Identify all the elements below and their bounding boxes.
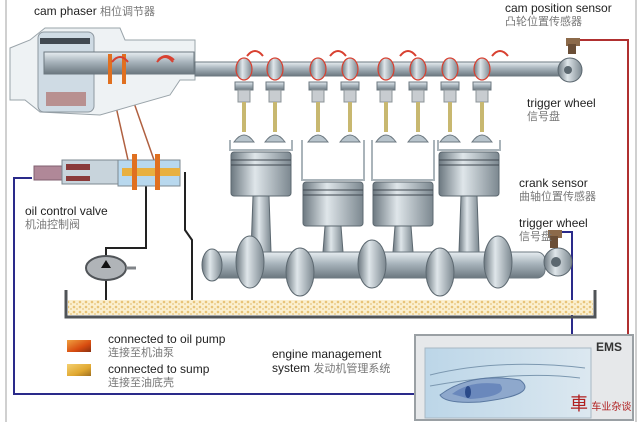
rotation-arrow-icon [329,50,347,57]
cam-phaser-label-cn: 相位调节器 [100,5,156,18]
valve [471,81,493,143]
cam-lobe [441,57,459,81]
legend-sump-en: connected to sump [108,362,210,376]
trigger-wheel-bottom-label-en: trigger wheel [519,216,588,230]
cam-lobe [377,57,395,81]
cam-position-sensor-label-cn: 凸轮位置传感器 [505,15,582,28]
frame-left-border [5,0,7,422]
rotation-arrow-icon [156,56,174,63]
connecting-rod [322,225,344,253]
crank-sensor-label: crank sensor 曲轴位置传感器 [519,176,596,204]
oil-control-valve [33,154,181,190]
legend-oil-pump-cn: 连接至机油泵 [108,346,174,359]
rotation-arrow-icon [491,50,509,57]
trigger-wheel-top-label: trigger wheel 信号盘 [527,96,596,124]
valve [375,81,397,143]
piston [372,181,434,253]
trigger-wheel-bottom-label-cn: 信号盘 [519,230,552,243]
engine-management-label: engine management system 发动机管理系统 [272,347,390,376]
valves [233,81,493,143]
ems-label: EMS [596,340,623,354]
crank-sensor-label-en: crank sensor [519,176,588,190]
cylinder-walls [229,140,501,181]
piston [302,181,364,253]
legend-swatch-sump [67,364,91,376]
engine-management-label-cn: 发动机管理系统 [313,362,391,375]
frame-right-border [635,0,637,422]
oil-sump [64,290,597,319]
rotation-arrow-icon [111,56,129,63]
connecting-rod [458,195,480,253]
oil-line-pump [105,172,193,305]
rotation-arrow-icon [399,50,417,57]
cam-phaser [9,27,196,116]
oil-pump [85,255,136,281]
crank-trigger-wheel [543,247,573,277]
valve [264,81,286,143]
trigger-wheel-top-label-en: trigger wheel [527,96,596,110]
rotation-arrow-icon [246,50,264,57]
red-signal-wire [580,39,629,340]
engine-management-label-en1: engine management [272,347,382,361]
cam-lobe [341,57,359,81]
ems-unit [414,334,634,421]
cam-lobe [266,57,284,81]
connecting-rod [392,225,414,253]
cam-phaser-label-en: cam phaser [34,4,97,18]
trigger-wheel-top-label-cn: 信号盘 [527,110,560,123]
legend-swatch-oil-pump [67,340,91,352]
legend-sump-cn: 连接至油底壳 [108,376,174,389]
pistons [230,151,500,253]
oil-control-valve-label: oil control valve 机油控制阀 [25,204,108,232]
valve [233,81,255,143]
valve [407,81,429,143]
watermark-logo-icon: 車 [570,394,588,415]
legend-oil-pump-en: connected to oil pump [108,332,226,346]
cam-trigger-wheel [557,57,583,83]
crank-sensor-label-cn: 曲轴位置传感器 [519,190,596,203]
cam-position-sensor-label: cam position sensor 凸轮位置传感器 [505,1,612,29]
watermark-text: 车业杂谈 [591,402,632,413]
oil-control-valve-label-cn: 机油控制阀 [25,218,80,231]
oil-control-valve-label-en: oil control valve [25,204,108,218]
crank-sensor [548,230,562,248]
engine-management-label-en2: system [272,361,311,375]
watermark: 車 车业杂谈 [570,396,632,415]
cam-lobe [409,57,427,81]
cam-position-sensor-label-en: cam position sensor [505,1,612,15]
cam-lobe [309,57,327,81]
cam-position-sensor [566,38,580,54]
trigger-wheel-bottom-label: trigger wheel 信号盘 [519,216,588,244]
piston [438,151,500,253]
cam-phaser-label: cam phaser 相位调节器 [34,4,155,19]
crankshaft [201,235,546,297]
piston [230,151,292,253]
legend-item-sump: connected to sump 连接至油底壳 [108,362,209,390]
valve [307,81,329,143]
valve [439,81,461,143]
valve [339,81,361,143]
cam-lobe [235,57,253,81]
cam-lobe [473,57,491,81]
cam-lobes [111,50,509,81]
legend-item-oil-pump: connected to oil pump 连接至机油泵 [108,332,225,360]
